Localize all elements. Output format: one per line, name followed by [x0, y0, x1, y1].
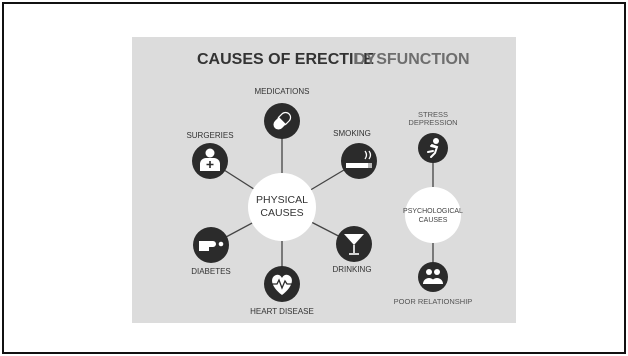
medications-label: MEDICATIONS [255, 87, 310, 96]
cocktail-glass-icon [344, 234, 364, 255]
psychological-causes-node [405, 187, 461, 243]
title-accent: DYSFUNCTION [354, 51, 470, 68]
couple-icon [423, 269, 443, 284]
psychological-center-line1: PSYCHOLOGICAL [403, 208, 463, 215]
title-main: CAUSES OF ERECTILE [197, 51, 374, 68]
stress-label-line1: STRESS [418, 110, 448, 119]
psychological-center-line2: CAUSES [419, 217, 448, 224]
diabetes-label: DIABETES [191, 267, 231, 276]
physical-center-line2: CAUSES [260, 207, 303, 219]
relationship-label: POOR RELATIONSHIP [394, 297, 473, 306]
drinking-label: DRINKING [332, 265, 371, 274]
stressed-person-icon [427, 138, 439, 158]
infographic-diagram: CAUSES OF ERECTILE DYSFUNCTION PHYSICAL … [186, 51, 473, 316]
surgeries-label: SURGERIES [186, 131, 233, 140]
stress-node [418, 133, 448, 163]
relationship-node [418, 262, 448, 292]
heartbeat-icon [272, 274, 292, 295]
cigarette-icon [346, 150, 372, 168]
patient-icon [200, 148, 220, 171]
physical-center-line1: PHYSICAL [256, 194, 308, 206]
heart-disease-label: HEART DISEASE [250, 307, 314, 316]
smoking-label: SMOKING [333, 129, 371, 138]
stress-label-line2: DEPRESSION [408, 118, 457, 127]
finger-prick-icon [199, 241, 224, 251]
pill-icon [273, 110, 293, 130]
smoking-node [341, 143, 377, 179]
physical-causes-node [248, 173, 316, 241]
infographic-panel: CAUSES OF ERECTILE DYSFUNCTION PHYSICAL … [132, 37, 516, 323]
